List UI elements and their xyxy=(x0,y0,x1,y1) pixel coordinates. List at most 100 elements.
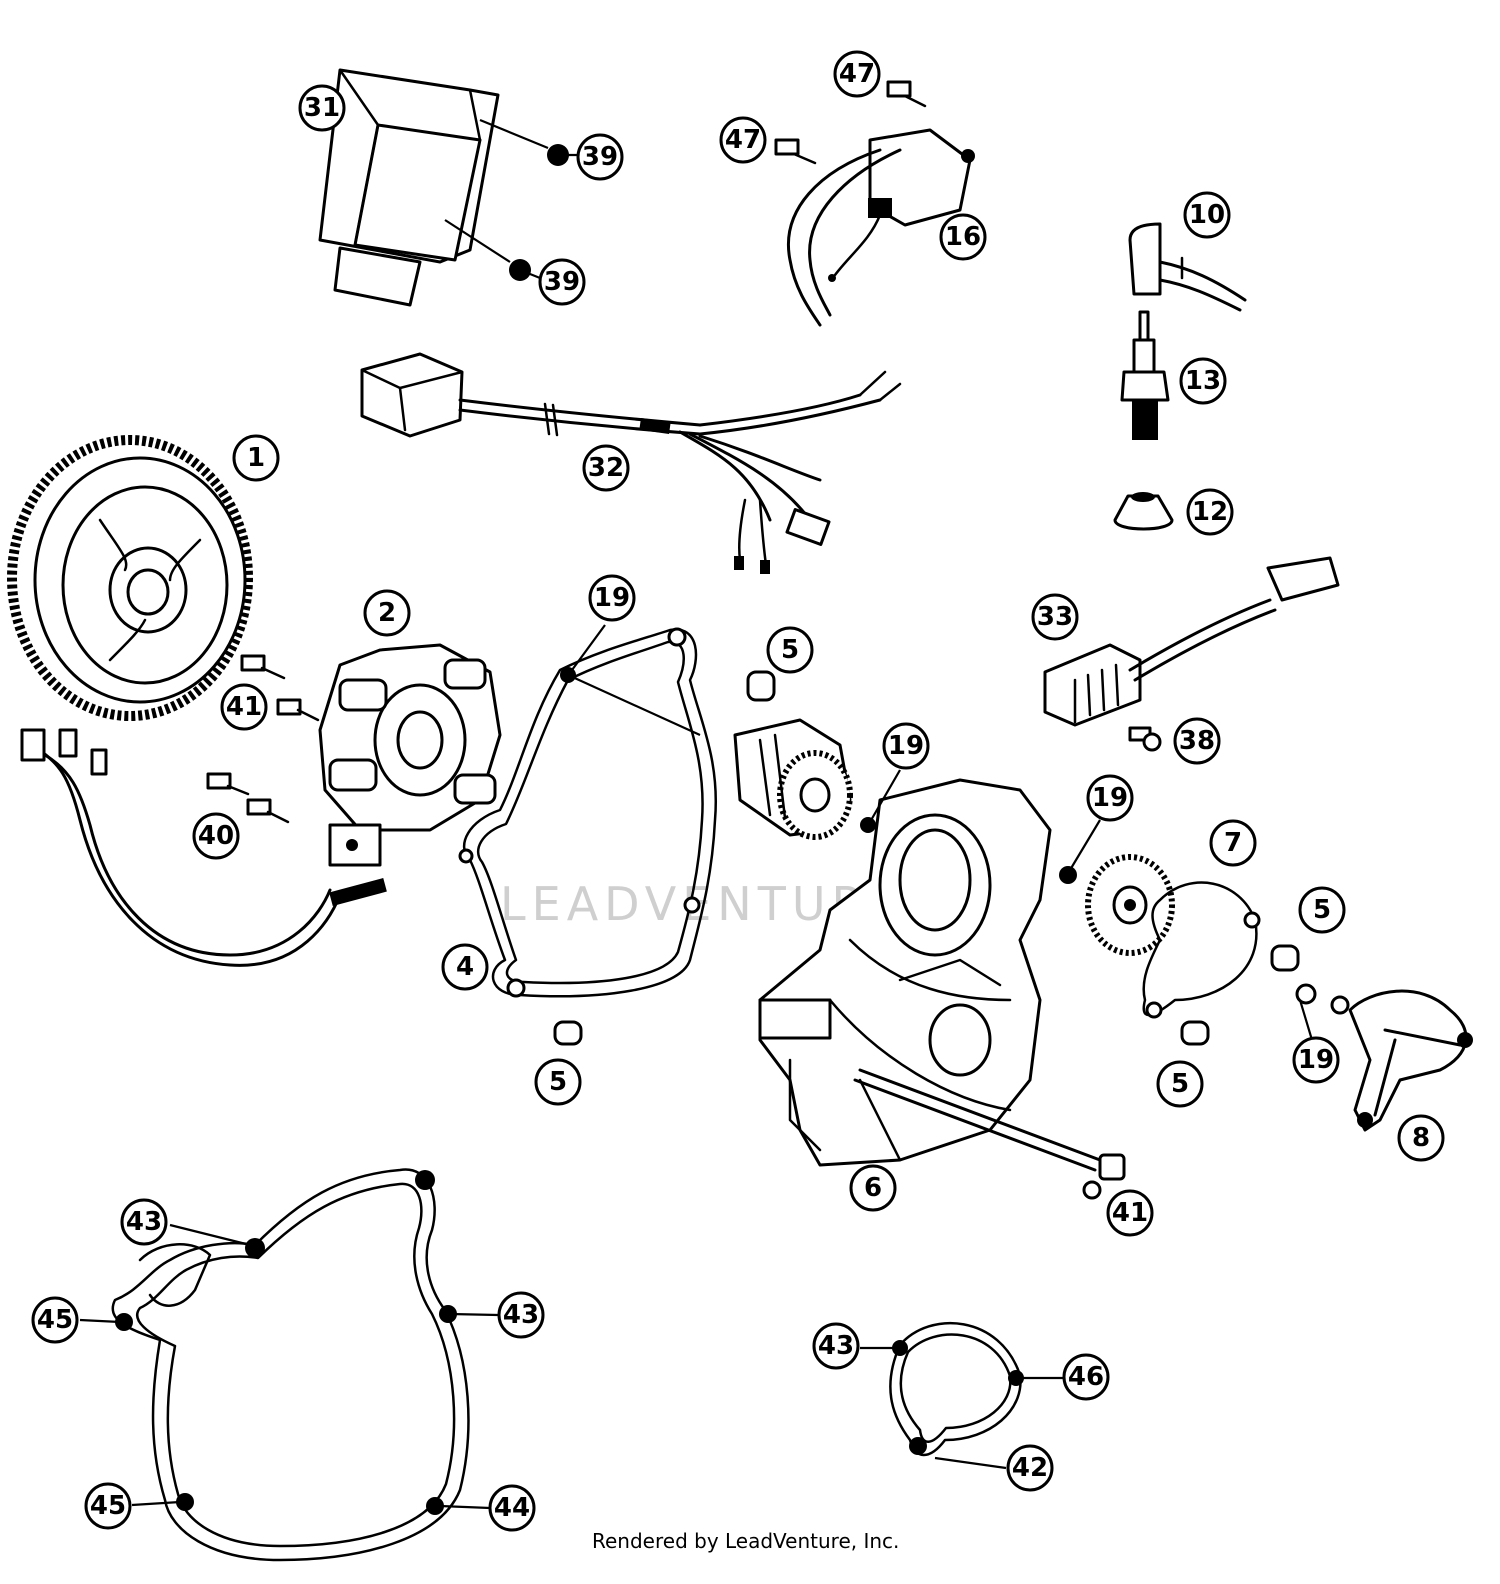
render-credit: Rendered by LeadVenture, Inc. xyxy=(592,1529,899,1553)
svg-text:5: 5 xyxy=(1313,895,1331,925)
svg-text:42: 42 xyxy=(1012,1453,1048,1483)
callout-46-small: 46 xyxy=(1062,1353,1110,1401)
svg-text:5: 5 xyxy=(781,635,799,665)
svg-text:31: 31 xyxy=(304,93,340,123)
svg-text:19: 19 xyxy=(888,731,924,761)
svg-text:10: 10 xyxy=(1189,200,1225,230)
part-7-disc xyxy=(1085,854,1175,956)
callout-19-part8: 19 xyxy=(1292,1036,1340,1084)
callout-47-left: 47 xyxy=(719,116,767,164)
part-12-grommet xyxy=(1113,492,1174,531)
callout-5-right-lower: 5 xyxy=(1156,1060,1204,1108)
svg-text:33: 33 xyxy=(1037,602,1073,632)
callout-43-small: 43 xyxy=(812,1322,860,1370)
svg-text:43: 43 xyxy=(818,1331,854,1361)
svg-text:8: 8 xyxy=(1412,1123,1430,1153)
svg-text:44: 44 xyxy=(494,1493,530,1523)
callout-39-bottom: 39 xyxy=(538,258,586,306)
svg-text:40: 40 xyxy=(198,821,234,851)
svg-text:45: 45 xyxy=(90,1491,126,1521)
bolt-41-upper xyxy=(240,654,286,680)
part-1-flywheel xyxy=(7,435,253,721)
callout-40: 40 xyxy=(192,812,240,860)
bushing-5-right-upper xyxy=(1270,944,1300,972)
svg-text:38: 38 xyxy=(1179,726,1215,756)
bolt-41-lower xyxy=(276,698,320,722)
callout-8: 8 xyxy=(1397,1114,1445,1162)
callout-39-top: 39 xyxy=(576,133,624,181)
callout-2: 2 xyxy=(363,589,411,637)
washer-19-upper xyxy=(560,667,701,737)
callout-45-bottom: 45 xyxy=(84,1482,132,1530)
svg-text:43: 43 xyxy=(126,1207,162,1237)
large-gasket xyxy=(111,1168,470,1562)
callout-5-lower-left: 5 xyxy=(534,1058,582,1106)
callout-7: 7 xyxy=(1209,819,1257,867)
svg-text:2: 2 xyxy=(378,598,396,628)
svg-text:5: 5 xyxy=(549,1067,567,1097)
svg-text:47: 47 xyxy=(839,59,875,89)
svg-text:16: 16 xyxy=(945,222,981,252)
callout-10: 10 xyxy=(1183,191,1231,239)
part-8-cover xyxy=(1348,989,1473,1132)
callout-19-mid: 19 xyxy=(882,722,930,770)
part-13-spark-plug xyxy=(1120,310,1170,440)
callout-38: 38 xyxy=(1173,717,1221,765)
callout-41-cover: 41 xyxy=(1106,1189,1154,1237)
callout-43-right: 43 xyxy=(497,1291,545,1339)
svg-text:46: 46 xyxy=(1068,1362,1104,1392)
svg-text:32: 32 xyxy=(588,453,624,483)
bushing-5-right-lower xyxy=(1180,1020,1210,1046)
bushing-5-upper xyxy=(746,670,776,702)
svg-text:1: 1 xyxy=(247,443,265,473)
svg-text:19: 19 xyxy=(1298,1045,1334,1075)
part-10-spark-plug-cap xyxy=(1128,222,1247,312)
svg-text:19: 19 xyxy=(1092,783,1128,813)
callout-19-upper: 19 xyxy=(588,574,636,622)
svg-text:41: 41 xyxy=(226,692,262,722)
bushing-5-lower-left xyxy=(553,1020,583,1046)
washer-19-right xyxy=(1059,866,1077,884)
callout-5-right-upper: 5 xyxy=(1298,886,1346,934)
bolt-47-left xyxy=(774,138,817,165)
callout-12: 12 xyxy=(1186,488,1234,536)
svg-text:47: 47 xyxy=(725,125,761,155)
bolt-40-lower xyxy=(246,798,290,824)
callout-5-upper: 5 xyxy=(766,626,814,674)
part-7-gasket xyxy=(1142,881,1261,1019)
part-4-gasket xyxy=(458,627,717,998)
svg-text:7: 7 xyxy=(1224,828,1242,858)
callout-16: 16 xyxy=(939,213,987,261)
bolt-41-cover xyxy=(853,1068,1126,1200)
callout-1: 1 xyxy=(232,434,280,482)
svg-text:4: 4 xyxy=(456,952,474,982)
callout-45-left: 45 xyxy=(31,1296,79,1344)
svg-text:41: 41 xyxy=(1112,1198,1148,1228)
part-2-stator xyxy=(20,643,502,967)
callout-31: 31 xyxy=(298,84,346,132)
callout-4: 4 xyxy=(441,943,489,991)
callout-47-top: 47 xyxy=(833,50,881,98)
svg-text:6: 6 xyxy=(864,1173,882,1203)
starter-gear xyxy=(733,718,853,840)
callout-41-stator: 41 xyxy=(220,683,268,731)
callout-44: 44 xyxy=(488,1484,536,1532)
part-33-regulator xyxy=(1043,556,1340,727)
svg-text:19: 19 xyxy=(594,583,630,613)
bolt-40-upper xyxy=(206,772,250,796)
callout-42: 42 xyxy=(1006,1444,1054,1492)
svg-text:5: 5 xyxy=(1171,1069,1189,1099)
callout-43-top: 43 xyxy=(120,1198,168,1246)
callout-13: 13 xyxy=(1179,357,1227,405)
svg-text:39: 39 xyxy=(582,142,618,172)
part-16-ignition-coil xyxy=(787,128,975,327)
part-31-ignition-box xyxy=(318,68,500,307)
part-32-wiring-harness xyxy=(360,352,902,574)
svg-text:13: 13 xyxy=(1185,366,1221,396)
bolt-38 xyxy=(1128,726,1162,752)
svg-text:12: 12 xyxy=(1192,497,1228,527)
washer-19-part8 xyxy=(1295,983,1350,1015)
callout-33: 33 xyxy=(1031,593,1079,641)
svg-text:43: 43 xyxy=(503,1300,539,1330)
